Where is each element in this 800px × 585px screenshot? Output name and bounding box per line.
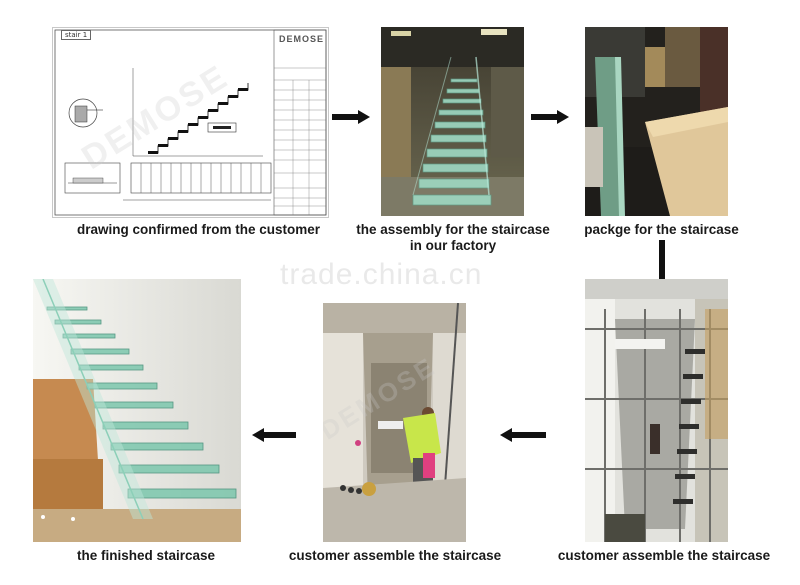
arrow-left-icon — [252, 428, 296, 442]
customer-assembly-scene-1 — [323, 303, 466, 542]
caption-finished: the finished staircase — [76, 548, 216, 563]
caption-package: packge for the staircase — [584, 222, 739, 237]
customer-assembly-photo-1: DEMOSE — [323, 303, 466, 542]
drawing-logo: DEMOSE — [279, 34, 325, 44]
finished-staircase-photo — [33, 279, 241, 542]
caption-customer-assembly-2: customer assemble the staircase — [557, 548, 771, 563]
drawing-sheet-label: stair 1 — [61, 30, 92, 40]
caption-factory-line2: in our factory — [409, 238, 497, 253]
factory-scene — [381, 27, 524, 216]
caption-customer-assembly-1: customer assemble the staircase — [288, 548, 502, 563]
drawing-panel: stair 1 DEMOSE DEMOSE — [52, 27, 329, 218]
site-watermark: trade.china.cn — [280, 258, 483, 291]
package-photo — [585, 27, 728, 216]
staircase-drawing — [54, 29, 327, 216]
factory-assembly-photo — [381, 27, 524, 216]
finished-scene — [33, 279, 241, 542]
arrow-left-icon — [500, 428, 546, 442]
customer-assembly-photo-2 — [585, 279, 728, 542]
caption-factory-line1: the assembly for the staircase — [356, 222, 550, 237]
arrow-right-icon — [531, 110, 569, 124]
customer-assembly-scene-2 — [585, 279, 728, 542]
caption-drawing: drawing confirmed from the customer — [76, 222, 321, 237]
package-scene — [585, 27, 728, 216]
caption-factory-assembly: the assembly for the staircase in our fa… — [352, 222, 554, 254]
arrow-down-icon — [659, 240, 665, 280]
arrow-right-icon — [332, 110, 370, 124]
